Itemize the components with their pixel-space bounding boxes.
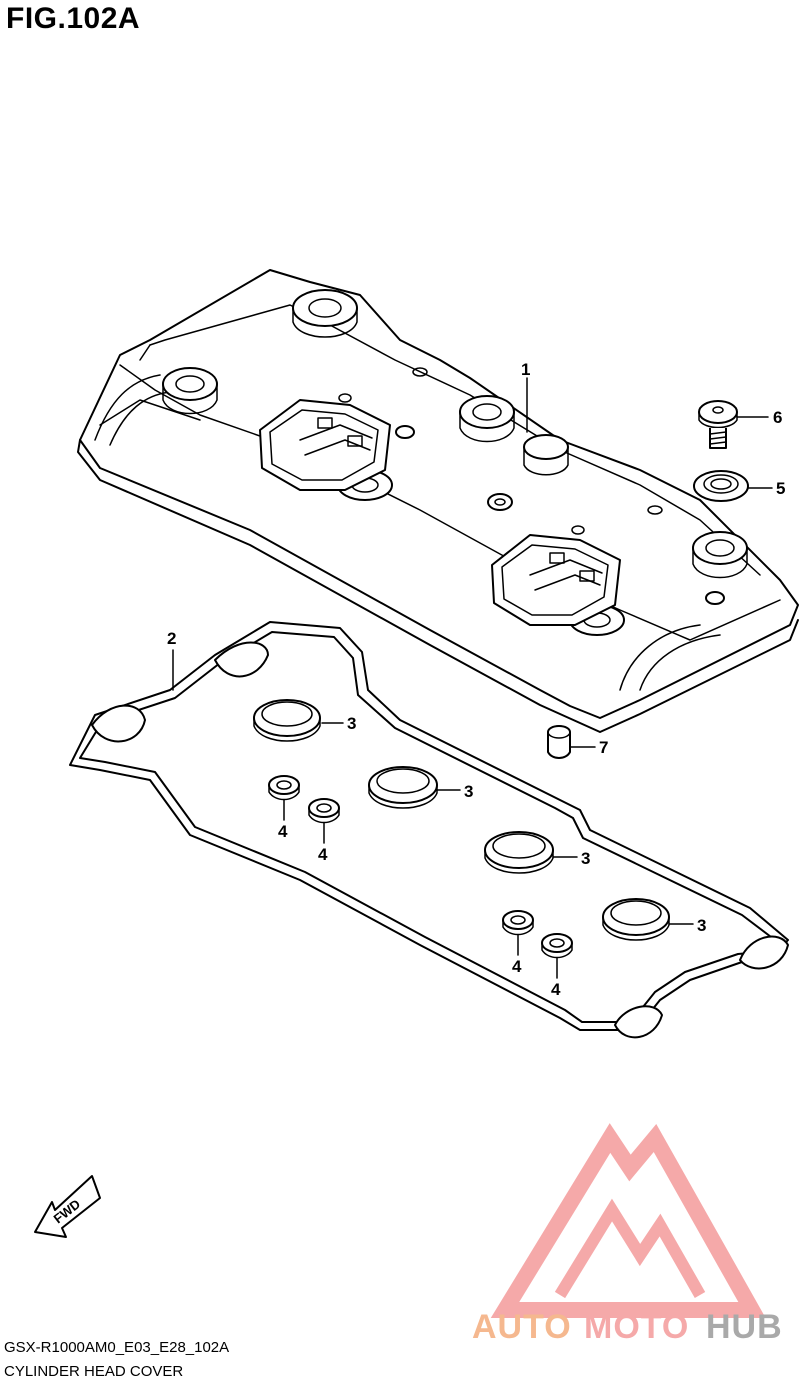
callout-5: 5	[776, 479, 785, 498]
plug-hole-seal-2	[368, 766, 438, 809]
callout-3a: 3	[347, 714, 356, 733]
diagram-caption: CYLINDER HEAD COVER	[4, 1363, 184, 1380]
cylinder-head-cover	[77, 269, 799, 733]
cover-bolt	[698, 400, 738, 449]
callout-numbers: 1 2 3 3 3 3 4 4 4 4 5 6 7	[167, 360, 785, 999]
grommet-1	[268, 775, 300, 801]
callout-4b: 4	[318, 845, 328, 864]
callout-4d: 4	[551, 980, 561, 999]
watermark-brand-c: HUB	[706, 1308, 783, 1346]
grommet-3	[502, 910, 534, 936]
watermark-brand-b: MOTO	[584, 1308, 689, 1346]
cover-gasket	[69, 621, 789, 1039]
callout-3d: 3	[697, 916, 706, 935]
callout-7: 7	[599, 738, 608, 757]
figure-title: FIG.102A	[6, 2, 141, 35]
plug-hole-seal-4	[602, 898, 670, 941]
callout-3c: 3	[581, 849, 590, 868]
forward-arrow: FWD	[34, 1175, 101, 1238]
plug-hole-seal-3	[484, 831, 554, 874]
watermark-brand-a: AUTO	[472, 1308, 572, 1346]
sealing-washer	[693, 470, 749, 502]
dowel-pin	[547, 725, 571, 759]
callout-4c: 4	[512, 957, 522, 976]
leader-lines	[172, 377, 773, 979]
grommet-2	[308, 798, 340, 824]
callout-6: 6	[773, 408, 782, 427]
callout-4a: 4	[278, 822, 288, 841]
plug-hole-seal-1	[253, 699, 321, 742]
watermark-logo: AUTO MOTO HUB	[472, 1123, 783, 1346]
grommet-4	[541, 933, 573, 959]
callout-3b: 3	[464, 782, 473, 801]
callout-2: 2	[167, 629, 176, 648]
model-code: GSX-R1000AM0_E03_E28_102A	[4, 1339, 230, 1356]
callout-1: 1	[521, 360, 530, 379]
